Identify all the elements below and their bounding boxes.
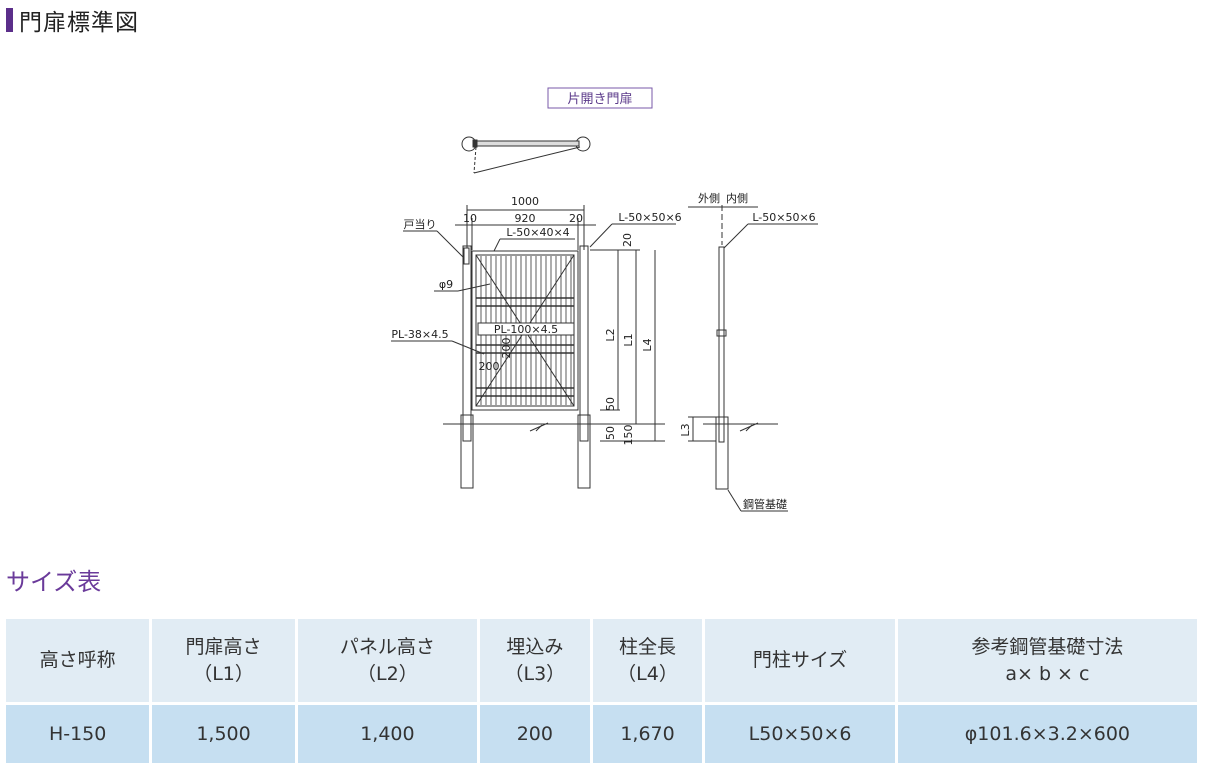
size-table-header-cell: パネル高さ （L2） [297, 619, 478, 702]
label-L3: L3 [679, 423, 692, 436]
label-post: L-50×50×6 [618, 211, 681, 224]
header-text: （L2） [357, 662, 418, 685]
label-L4: L4 [641, 338, 654, 351]
dim-right-gap: 20 [569, 212, 583, 225]
dim-inner-width: 920 [515, 212, 536, 225]
dim-left-gap: 10 [463, 212, 477, 225]
side-dimensions: L2 L1 L4 20 50 50 150 L-50×50×6 [589, 211, 682, 446]
header-text: （L3） [504, 662, 566, 685]
header-text: 門扉高さ [185, 635, 262, 658]
header-text: 参考鋼管基礎寸法 [971, 635, 1124, 658]
side-elevation: 外側 内側 L-50×50×6 L3 鋼管基礎 [679, 191, 818, 512]
size-table-header-cell: 柱全長 （L4） [592, 619, 703, 702]
ground-line [443, 422, 778, 432]
size-table-header-cell: 門扉高さ （L1） [152, 619, 295, 702]
dim-top-gap: 20 [621, 233, 634, 247]
label-L2: L2 [604, 328, 617, 341]
label-frame: L-50×40×4 [506, 226, 569, 239]
table-cell: 1,400 [297, 705, 478, 763]
size-table: 高さ呼称 門扉高さ （L1） パネル高さ （L2） 埋込み （L3） 柱全長 （L4） 門柱サイズ… [3, 619, 1200, 763]
gate-type-label: 片開き門扉 [547, 87, 653, 109]
label-small-plate: PL-38×4.5 [391, 328, 448, 341]
label-mid-plate: PL-100×4.5 [494, 323, 558, 336]
dim-overall-width: 1000 [511, 195, 539, 208]
size-table-header-cell: 埋込み （L3） [480, 619, 590, 702]
label-post-side: L-50×50×6 [752, 211, 815, 224]
size-table-header-cell: 門柱サイズ [705, 619, 895, 702]
gate-posts [460, 245, 591, 489]
header-text: パネル高さ [339, 635, 435, 658]
label-door-stop: 戸当り [404, 217, 437, 231]
table-cell: 1,500 [152, 705, 295, 763]
header-text: 埋込み [506, 635, 564, 658]
label-outside: 外側 [698, 192, 720, 205]
dim-plate-200-vertical: 200 [500, 338, 513, 359]
table-cell: 200 [480, 705, 590, 763]
size-table-header-row: 高さ呼称 門扉高さ （L1） パネル高さ （L2） 埋込み （L3） 柱全長 （L4） 門柱サイズ… [6, 619, 1197, 702]
gate-type-text: 片開き門扉 [567, 91, 632, 107]
table-cell: L50×50×6 [705, 705, 895, 763]
size-table-title: サイズ表 [6, 568, 102, 596]
dim-bottom-150: 150 [622, 425, 635, 446]
heading-accent-bar [6, 8, 13, 32]
gate-panel [471, 250, 579, 411]
header-text: a× b × c [1005, 662, 1090, 685]
page-heading: 門扉標準図 [6, 4, 139, 36]
dim-plate-200-horizontal: 200 [479, 360, 500, 373]
size-table-header-cell: 参考鋼管基礎寸法 a× b × c [897, 619, 1197, 702]
label-L1: L1 [622, 333, 635, 346]
header-text: 門柱サイズ [752, 649, 848, 671]
table-cell: 1,670 [592, 705, 703, 763]
header-text: 柱全長 [619, 635, 677, 658]
size-table-header-cell: 高さ呼称 [6, 619, 150, 702]
left-callouts: 戸当り φ9 PL-38×4.5 PL-100×4.5 200 200 [391, 217, 575, 373]
dim-bottom-50a: 50 [604, 397, 617, 411]
table-cell: H-150 [6, 705, 150, 763]
plan-view [461, 136, 591, 174]
header-text: 高さ呼称 [39, 649, 116, 671]
label-rod: φ9 [439, 278, 453, 291]
header-text: （L4） [617, 662, 678, 685]
table-cell: φ101.6×3.2×600 [897, 705, 1197, 763]
dim-bottom-50b: 50 [604, 426, 617, 440]
top-dimensions: 1000 10 920 20 L-50×40×4 [455, 195, 596, 252]
header-text: （L1） [193, 662, 254, 685]
label-inside: 内側 [726, 191, 748, 205]
label-foundation: 鋼管基礎 [743, 497, 787, 511]
page-title: 門扉標準図 [19, 10, 139, 36]
gate-standard-drawing: 片開き門扉 1000 10 920 20 L-50×40×4 [391, 87, 818, 512]
